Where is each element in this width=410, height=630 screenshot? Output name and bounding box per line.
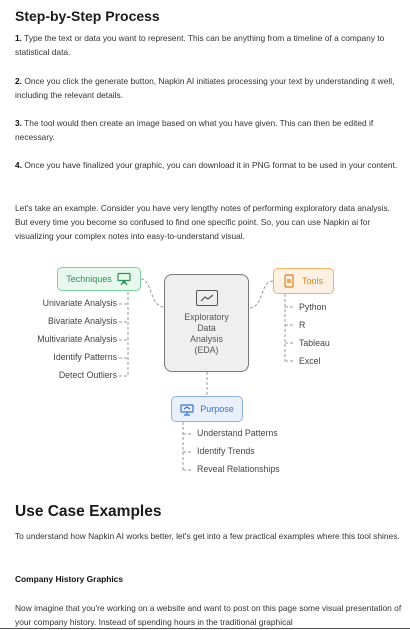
purpose-node: Purpose: [171, 396, 243, 422]
use-case-intro-paragraph: To understand how Napkin AI works better…: [15, 531, 400, 541]
tools-item: Tableau: [299, 338, 330, 348]
step-text: Once you click the generate button, Napk…: [15, 76, 395, 100]
tools-item: R: [299, 320, 306, 330]
center-line-3: Analysis: [190, 334, 223, 344]
purpose-item: Identify Trends: [197, 446, 255, 456]
device-icon: [284, 274, 294, 288]
presentation-icon: [180, 403, 194, 416]
step-number: 2.: [15, 76, 22, 86]
step-number: 1.: [15, 33, 22, 43]
step-number: 4.: [15, 160, 22, 170]
techniques-item: Univariate Analysis: [42, 298, 117, 308]
step-number: 3.: [15, 118, 22, 128]
step-3-paragraph: 3. The tool would then create an image b…: [15, 116, 403, 144]
step-text: Once you have finalized your graphic, yo…: [22, 160, 398, 170]
center-node-eda: Exploratory Data Analysis (EDA): [164, 274, 249, 372]
example-paragraph: Let's take an example. Consider you have…: [15, 203, 390, 241]
center-line-1: Exploratory: [184, 312, 229, 322]
easel-icon: [116, 272, 132, 286]
center-line-2: Data: [197, 323, 216, 333]
company-history-subheading: Company History Graphics: [15, 574, 123, 584]
step-2-paragraph: 2. Once you click the generate button, N…: [15, 74, 403, 102]
section-title-step-by-step: Step-by-Step Process: [15, 8, 160, 24]
tools-item: Python: [299, 302, 327, 312]
eda-mind-map-diagram: Techniques Exploratory Data Analysis (ED…: [0, 262, 410, 482]
techniques-item: Detect Outliers: [58, 370, 117, 380]
center-line-4: (EDA): [194, 345, 219, 355]
chart-line-icon: [195, 290, 218, 306]
techniques-item: Bivariate Analysis: [48, 316, 117, 326]
bottom-divider: [0, 628, 410, 629]
step-4-paragraph: 4. Once you have finalized your graphic,…: [15, 158, 403, 172]
company-history-paragraph: Now imagine that you're working on a web…: [15, 603, 402, 627]
tools-label: Tools: [301, 276, 323, 286]
tools-node: Tools: [273, 268, 334, 294]
step-text: Type the text or data you want to repres…: [15, 33, 385, 57]
techniques-item: Multivariate Analysis: [37, 334, 117, 344]
purpose-item: Understand Patterns: [197, 428, 278, 438]
purpose-item: Reveal Relationships: [197, 464, 280, 474]
step-1-paragraph: 1. Type the text or data you want to rep…: [15, 31, 403, 59]
techniques-node: Techniques: [57, 267, 141, 291]
connector-lines: [119, 278, 294, 471]
step-text: The tool would then create an image base…: [15, 118, 374, 142]
section-title-use-case-examples: Use Case Examples: [15, 503, 162, 520]
techniques-item: Identify Patterns: [53, 352, 117, 362]
purpose-label: Purpose: [200, 404, 234, 414]
techniques-label: Techniques: [66, 274, 112, 284]
tools-item: Excel: [299, 356, 321, 366]
